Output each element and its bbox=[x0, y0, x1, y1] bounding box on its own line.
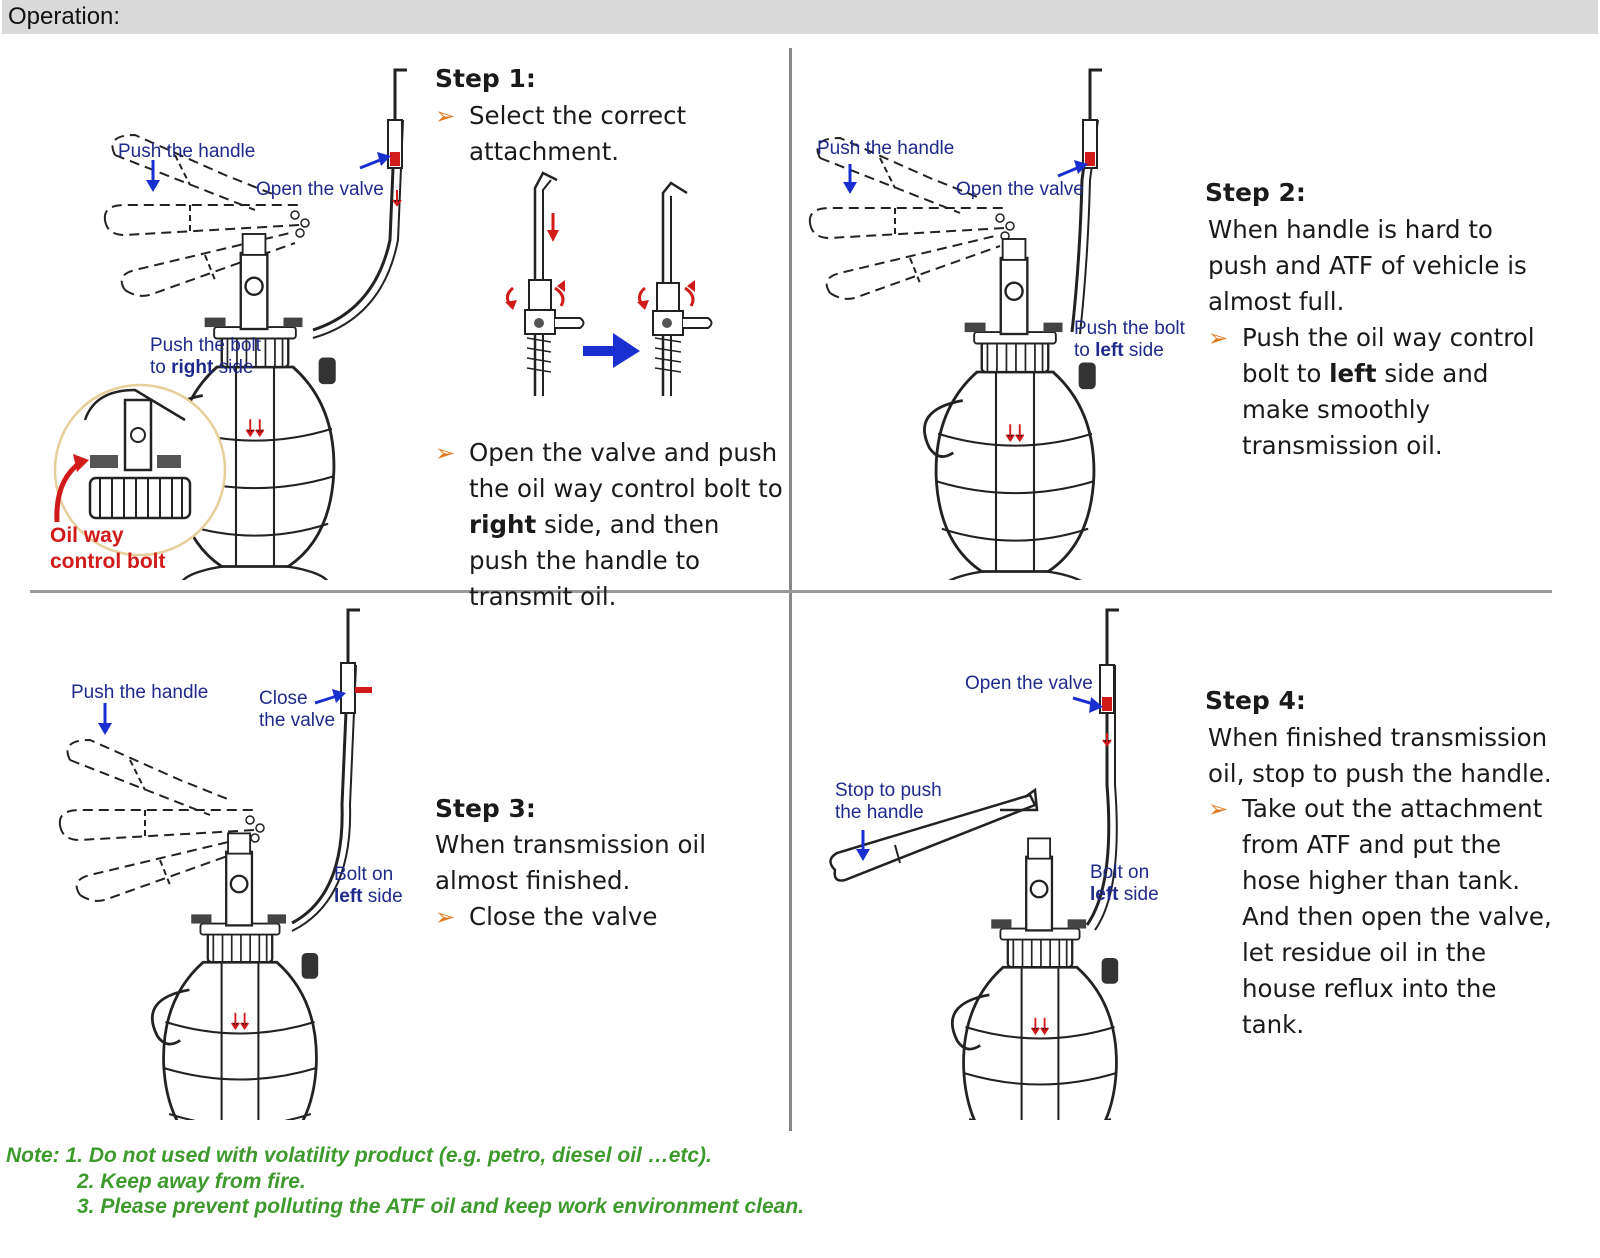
step1-label-push-bolt: Push the bolt bbox=[150, 335, 261, 356]
step3-title: Step 3: bbox=[435, 794, 536, 823]
chevron-right-icon: ➢ bbox=[435, 903, 456, 931]
step3-bullet: ➢Close the valve bbox=[435, 899, 765, 935]
step4-text: When finished transmission oil, stop to … bbox=[1208, 723, 1552, 788]
step2-label-open-valve: Open the valve bbox=[956, 179, 1084, 200]
vertical-divider-top bbox=[789, 48, 792, 593]
step2-label-to-left-side: to left side bbox=[1074, 340, 1164, 361]
step1-pump-illustration bbox=[53, 68, 407, 580]
chevron-right-icon: ➢ bbox=[435, 439, 456, 467]
step1-label-open-valve: Open the valve bbox=[256, 179, 384, 200]
chevron-right-icon: ➢ bbox=[1208, 324, 1229, 352]
note-line-1: Note: 1. Do not used with volatility pro… bbox=[6, 1144, 712, 1167]
chevron-right-icon: ➢ bbox=[435, 102, 456, 130]
note-line-3: 3. Please prevent polluting the ATF oil … bbox=[77, 1195, 804, 1218]
attachment-diagram bbox=[505, 171, 713, 396]
section-header: Operation: bbox=[2, 0, 1598, 34]
horizontal-divider bbox=[30, 590, 1552, 593]
step2-label-push-handle: Push the handle bbox=[817, 138, 955, 159]
note-line-2: 2. Keep away from fire. bbox=[77, 1170, 306, 1193]
step2-title: Step 2: bbox=[1205, 178, 1306, 207]
step4-title: Step 4: bbox=[1205, 686, 1306, 715]
step1-bullet-1: ➢Select the correct attachment. bbox=[435, 98, 765, 170]
vertical-divider-bottom bbox=[789, 593, 792, 1131]
step3-text: When transmission oil almost finished. bbox=[435, 830, 707, 895]
step3-pump-illustration bbox=[58, 608, 372, 1120]
step1-bullet-2: ➢Open the valve and push the oil way con… bbox=[435, 435, 785, 615]
step1-label-push-handle: Push the handle bbox=[118, 141, 256, 162]
step2-pump-illustration bbox=[808, 68, 1102, 580]
step1-label-to-right-side: to right side bbox=[150, 357, 254, 378]
step2-label-push-bolt: Push the bolt bbox=[1074, 318, 1185, 339]
step4-pump-illustration bbox=[829, 608, 1120, 1120]
step2-text: When handle is hard to push and ATF of v… bbox=[1208, 215, 1527, 316]
chevron-right-icon: ➢ bbox=[1208, 795, 1229, 823]
step4-bullet: ➢Take out the attachment from ATF and pu… bbox=[1208, 791, 1553, 1043]
step1-title: Step 1: bbox=[435, 64, 536, 93]
step3-label-push-handle: Push the handle bbox=[71, 682, 209, 703]
step4-label-open-valve: Open the valve bbox=[965, 673, 1093, 694]
step2-bullet: ➢Push the oil way control bolt to left s… bbox=[1208, 320, 1553, 464]
